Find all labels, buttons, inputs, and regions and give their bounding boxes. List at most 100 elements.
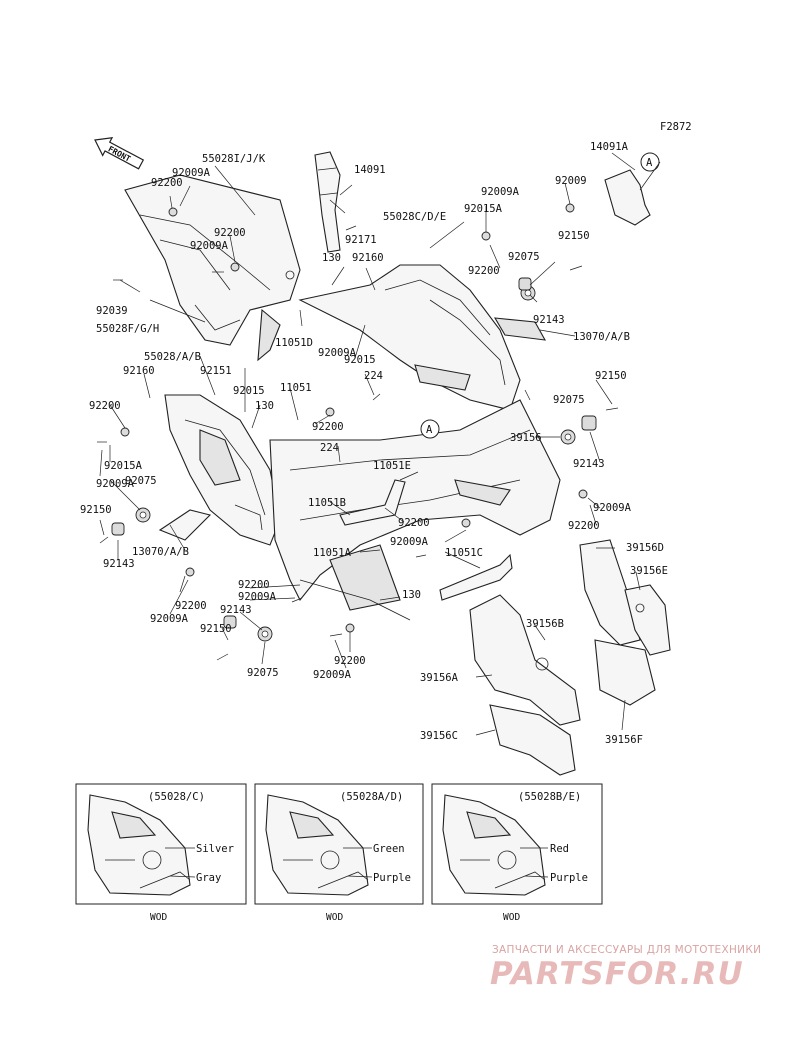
label-11051: 11051 <box>280 382 312 394</box>
duct-13070-left-part <box>158 509 212 541</box>
label-92039: 92039 <box>96 305 128 317</box>
label-92075: 92075 <box>125 475 157 487</box>
figure-code: F2872 <box>660 121 692 133</box>
variant-color2: Purple <box>550 872 588 884</box>
label-92160: 92160 <box>352 252 384 264</box>
label-13070ab: 13070/A/B <box>573 331 630 343</box>
label-92009a: 92009A <box>318 347 357 359</box>
variant-color2: Purple <box>373 872 411 884</box>
label-92015a: 92015A <box>104 460 143 472</box>
bracket-14091-part <box>314 151 341 253</box>
label-92200: 92200 <box>312 421 344 433</box>
label-224: 224 <box>320 442 339 454</box>
label-92009a: 92009A <box>96 478 135 490</box>
variant-note: WOD <box>326 912 343 923</box>
label-92075: 92075 <box>508 251 540 263</box>
inner-panel-39156c-part <box>489 704 576 776</box>
label-39156c: 39156C <box>420 730 458 742</box>
label-55028ijk: 55028I/J/K <box>202 153 266 165</box>
label-92171: 92171 <box>345 234 377 246</box>
label-92075: 92075 <box>553 394 585 406</box>
label-39156b: 39156B <box>526 618 564 630</box>
label-92009a: 92009A <box>190 240 229 252</box>
variant-code: (55028A/D) <box>340 791 403 803</box>
inner-panel-39156e-part <box>624 584 671 656</box>
label-92151: 92151 <box>200 365 232 377</box>
side-cowl-left-part <box>164 394 281 546</box>
label-130: 130 <box>402 589 421 601</box>
label-92009a: 92009A <box>481 186 520 198</box>
stay-11051b-part <box>339 479 406 526</box>
label-92009a: 92009A <box>238 591 277 603</box>
label-55028fgh: 55028F/G/H <box>96 323 159 335</box>
part-labels: 55028I/J/K 92009A 92200 92200 92009A 920… <box>80 141 668 746</box>
callout-a-lower: A <box>420 419 440 439</box>
label-92150: 92150 <box>558 230 590 242</box>
label-92150: 92150 <box>595 370 627 382</box>
front-arrow-icon: FRONT <box>94 136 145 170</box>
variant-note: WOD <box>503 912 520 923</box>
svg-text:A: A <box>426 424 433 436</box>
label-92075: 92075 <box>247 667 279 679</box>
label-39156d: 39156D <box>626 542 664 554</box>
label-14091a: 14091A <box>590 141 629 153</box>
label-92143: 92143 <box>533 314 565 326</box>
label-11051a: 11051A <box>313 547 352 559</box>
label-92200: 92200 <box>238 579 270 591</box>
label-13070ab: 13070/A/B <box>132 546 189 558</box>
label-92200: 92200 <box>334 655 366 667</box>
label-55028cde: 55028C/D/E <box>383 211 446 223</box>
label-92009a: 92009A <box>172 167 211 179</box>
label-92009a: 92009A <box>313 669 352 681</box>
inner-panel-39156a-part <box>469 594 581 726</box>
label-92200: 92200 <box>568 520 600 532</box>
label-55028ab: 55028/A/B <box>144 351 201 363</box>
watermark-logo: PARTSFOR.RU <box>490 956 744 992</box>
variant-code: (55028/C) <box>148 791 205 803</box>
color-variant-box-2: (55028A/D) Green Purple <box>254 783 424 905</box>
lower-fairing-part <box>269 399 561 621</box>
label-92009a: 92009A <box>390 536 429 548</box>
label-92009a: 92009A <box>150 613 189 625</box>
label-92200: 92200 <box>89 400 121 412</box>
variant-color1: Silver <box>196 843 234 855</box>
inner-panel-39156f-part <box>594 639 656 706</box>
stay-11051c-part <box>439 553 513 601</box>
label-130: 130 <box>322 252 341 264</box>
hardware-items <box>97 203 619 661</box>
label-92200: 92200 <box>214 227 246 239</box>
label-11051b: 11051B <box>308 497 346 509</box>
color-variant-box-1: (55028/C) Silver Gray <box>75 783 247 905</box>
label-92200: 92200 <box>151 177 183 189</box>
label-92143: 92143 <box>103 558 135 570</box>
label-39156: 39156 <box>510 432 542 444</box>
label-130: 130 <box>255 400 274 412</box>
label-39156e: 39156E <box>630 565 668 577</box>
label-11051d: 11051D <box>275 337 313 349</box>
bracket-14091a-part <box>604 169 651 226</box>
svg-text:A: A <box>646 157 653 169</box>
variant-color1: Red <box>550 843 569 855</box>
upper-cowl-left-part <box>124 174 301 362</box>
variant-color2: Gray <box>196 872 221 884</box>
label-11051c: 11051C <box>445 547 483 559</box>
label-92200: 92200 <box>468 265 500 277</box>
label-92143: 92143 <box>573 458 605 470</box>
inner-panel-39156d-part <box>579 539 641 646</box>
watermark-subtitle: ЗАПЧАСТИ И АКСЕССУАРЫ ДЛЯ МОТОТЕХНИКИ <box>492 944 762 956</box>
label-92200: 92200 <box>175 600 207 612</box>
label-92015: 92015 <box>344 354 376 366</box>
variant-code: (55028B/E) <box>518 791 581 803</box>
label-92143: 92143 <box>220 604 252 616</box>
leader-lines <box>99 152 661 736</box>
upper-fairing-part <box>298 264 547 411</box>
label-92015: 92015 <box>233 385 265 397</box>
label-92009a: 92009A <box>593 502 632 514</box>
callout-a-upper: A <box>640 152 660 172</box>
label-39156a: 39156A <box>420 672 459 684</box>
label-92160: 92160 <box>123 365 155 377</box>
label-14091: 14091 <box>354 164 386 176</box>
color-variant-box-3: (55028B/E) Red Purple <box>431 783 603 905</box>
label-224: 224 <box>364 370 383 382</box>
